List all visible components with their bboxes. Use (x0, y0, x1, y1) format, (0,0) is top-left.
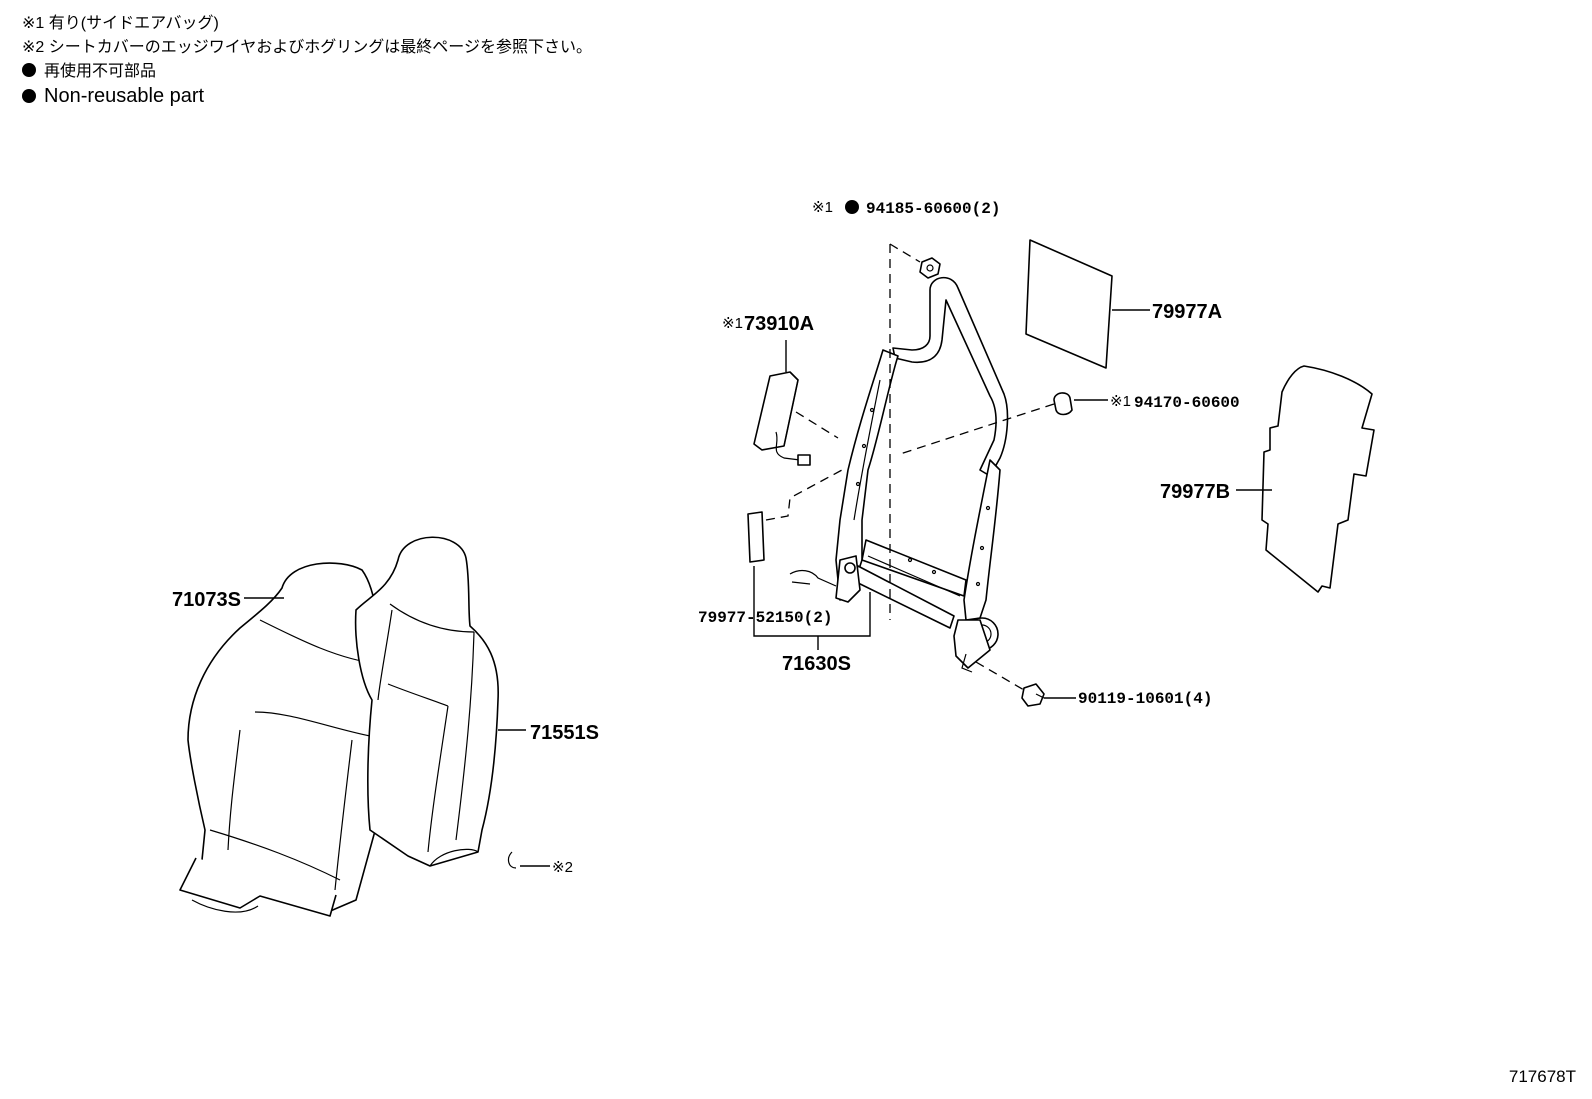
non-reusable-dot-icon (22, 89, 36, 103)
diagram-code: 717678T (1508, 1067, 1576, 1086)
legend-jp: 再使用不可部品 (22, 60, 592, 84)
seat-cover-part (179, 562, 393, 917)
callout-79977b: 79977B (1160, 481, 1230, 503)
nut-part (919, 257, 941, 279)
callout-ref2: ※2 (552, 859, 573, 876)
leader-lines (244, 309, 1272, 867)
callout-71551s: 71551S (530, 722, 599, 744)
bolt-part (1021, 683, 1045, 707)
hog-ring-part (507, 851, 517, 869)
notes-block: ※1 有り(サイドエアバッグ) ※2 シートカバーのエッジワイヤおよびホグリング… (22, 12, 592, 108)
clip-part (1053, 392, 1073, 416)
callout-79977a: 79977A (1152, 301, 1222, 323)
seat-back-frame-part (789, 276, 1009, 673)
callout-94170-ref: ※1 (1110, 393, 1131, 410)
dashed-leaders (765, 243, 1055, 691)
callout-71630s: 71630S (782, 653, 851, 675)
callout-90119: 90119-10601(4) (1078, 690, 1212, 708)
non-reusable-dot-icon (845, 200, 859, 214)
pad-part (747, 511, 765, 563)
callout-71073s: 71073S (172, 589, 241, 611)
legend-en-text: Non-reusable part (44, 85, 205, 107)
callout-94185-ref: ※1 (812, 199, 833, 216)
non-reusable-dot-icon (22, 63, 36, 77)
callout-79977-52150: 79977-52150(2) (698, 609, 832, 627)
callout-94170: 94170-60600 (1134, 394, 1240, 412)
sheet-a-part (1025, 239, 1113, 369)
callout-94185: 94185-60600(2) (866, 200, 1000, 218)
callout-73910a: 73910A (744, 313, 814, 335)
callout-73910a-ref: ※1 (722, 315, 743, 332)
board-b-part (1261, 365, 1375, 593)
seat-back-pad-part (354, 536, 499, 867)
legend-jp-text: 再使用不可部品 (44, 63, 157, 80)
legend-en: Non-reusable part (22, 84, 592, 108)
note-2: ※2 シートカバーのエッジワイヤおよびホグリングは最終ページを参照下さい。 (22, 39, 592, 56)
side-airbag-part (753, 371, 811, 466)
note-1: ※1 有り(サイドエアバッグ) (22, 15, 219, 32)
